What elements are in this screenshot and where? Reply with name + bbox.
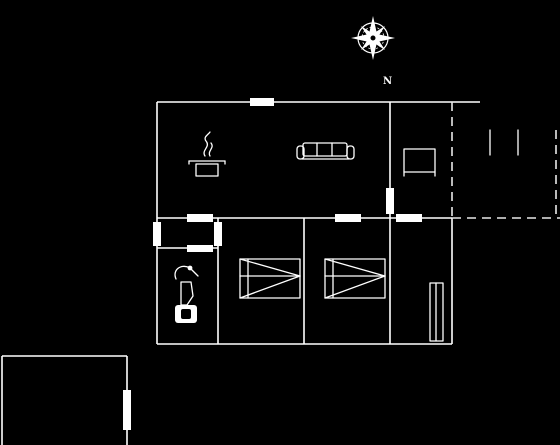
window [250, 98, 274, 106]
door-opening [396, 214, 422, 222]
door-opening [386, 188, 394, 214]
door-opening [187, 245, 213, 252]
single-bed-icon [324, 258, 386, 299]
terrace-outline [451, 102, 560, 219]
shower-toilet-icon [174, 265, 199, 323]
annex-walls [1, 355, 128, 445]
cooking-pot-icon [188, 131, 226, 177]
windows [123, 98, 422, 430]
single-bed-icon [239, 258, 301, 299]
outdoor-chairs-icon [489, 129, 519, 156]
door-opening [214, 222, 222, 246]
compass-rose-icon [351, 16, 395, 60]
door-opening [187, 214, 213, 222]
door-opening [335, 214, 361, 222]
wardrobe-icon [403, 148, 436, 177]
annex-door [123, 390, 131, 430]
compass-north-label: N [383, 76, 392, 87]
sofa-icon [296, 142, 355, 160]
bench-icon [429, 282, 444, 342]
window [153, 222, 161, 246]
